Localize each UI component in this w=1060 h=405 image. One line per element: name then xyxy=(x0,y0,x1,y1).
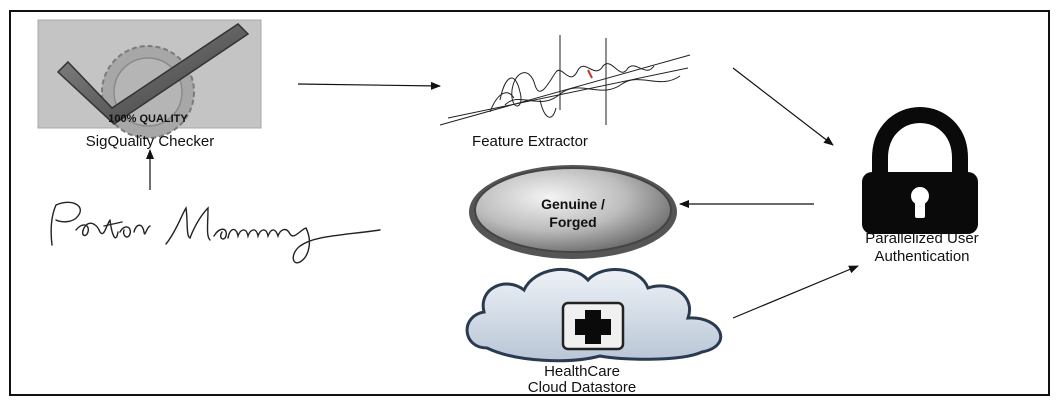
quality-seal-icon: 100% QUALITY xyxy=(37,19,262,139)
auth-label-line2: Authentication xyxy=(874,248,969,265)
datastore-label-line1: HealthCare xyxy=(544,363,620,380)
result-text-line1: Genuine / xyxy=(541,196,605,212)
signature-icon xyxy=(50,201,381,264)
lock-icon xyxy=(862,106,978,234)
seal-text: 100% QUALITY xyxy=(108,113,188,125)
cloud-datastore-icon xyxy=(465,267,723,363)
result-text-line2: Forged xyxy=(549,214,596,230)
feature-extractor-icon xyxy=(439,35,691,126)
datastore-label-line2: Cloud Datastore xyxy=(528,379,636,396)
arrow-extractor-to-authentication xyxy=(732,67,834,146)
sigquality-checker-label: SigQuality Checker xyxy=(86,133,214,150)
feature-extractor-label: Feature Extractor xyxy=(472,133,588,150)
auth-label-line1: Parallelized User xyxy=(865,230,978,247)
arrow-checker-to-extractor xyxy=(297,81,441,90)
arrow-datastore-to-authentication xyxy=(732,265,859,319)
result-node: Genuine / Forged xyxy=(469,165,677,259)
